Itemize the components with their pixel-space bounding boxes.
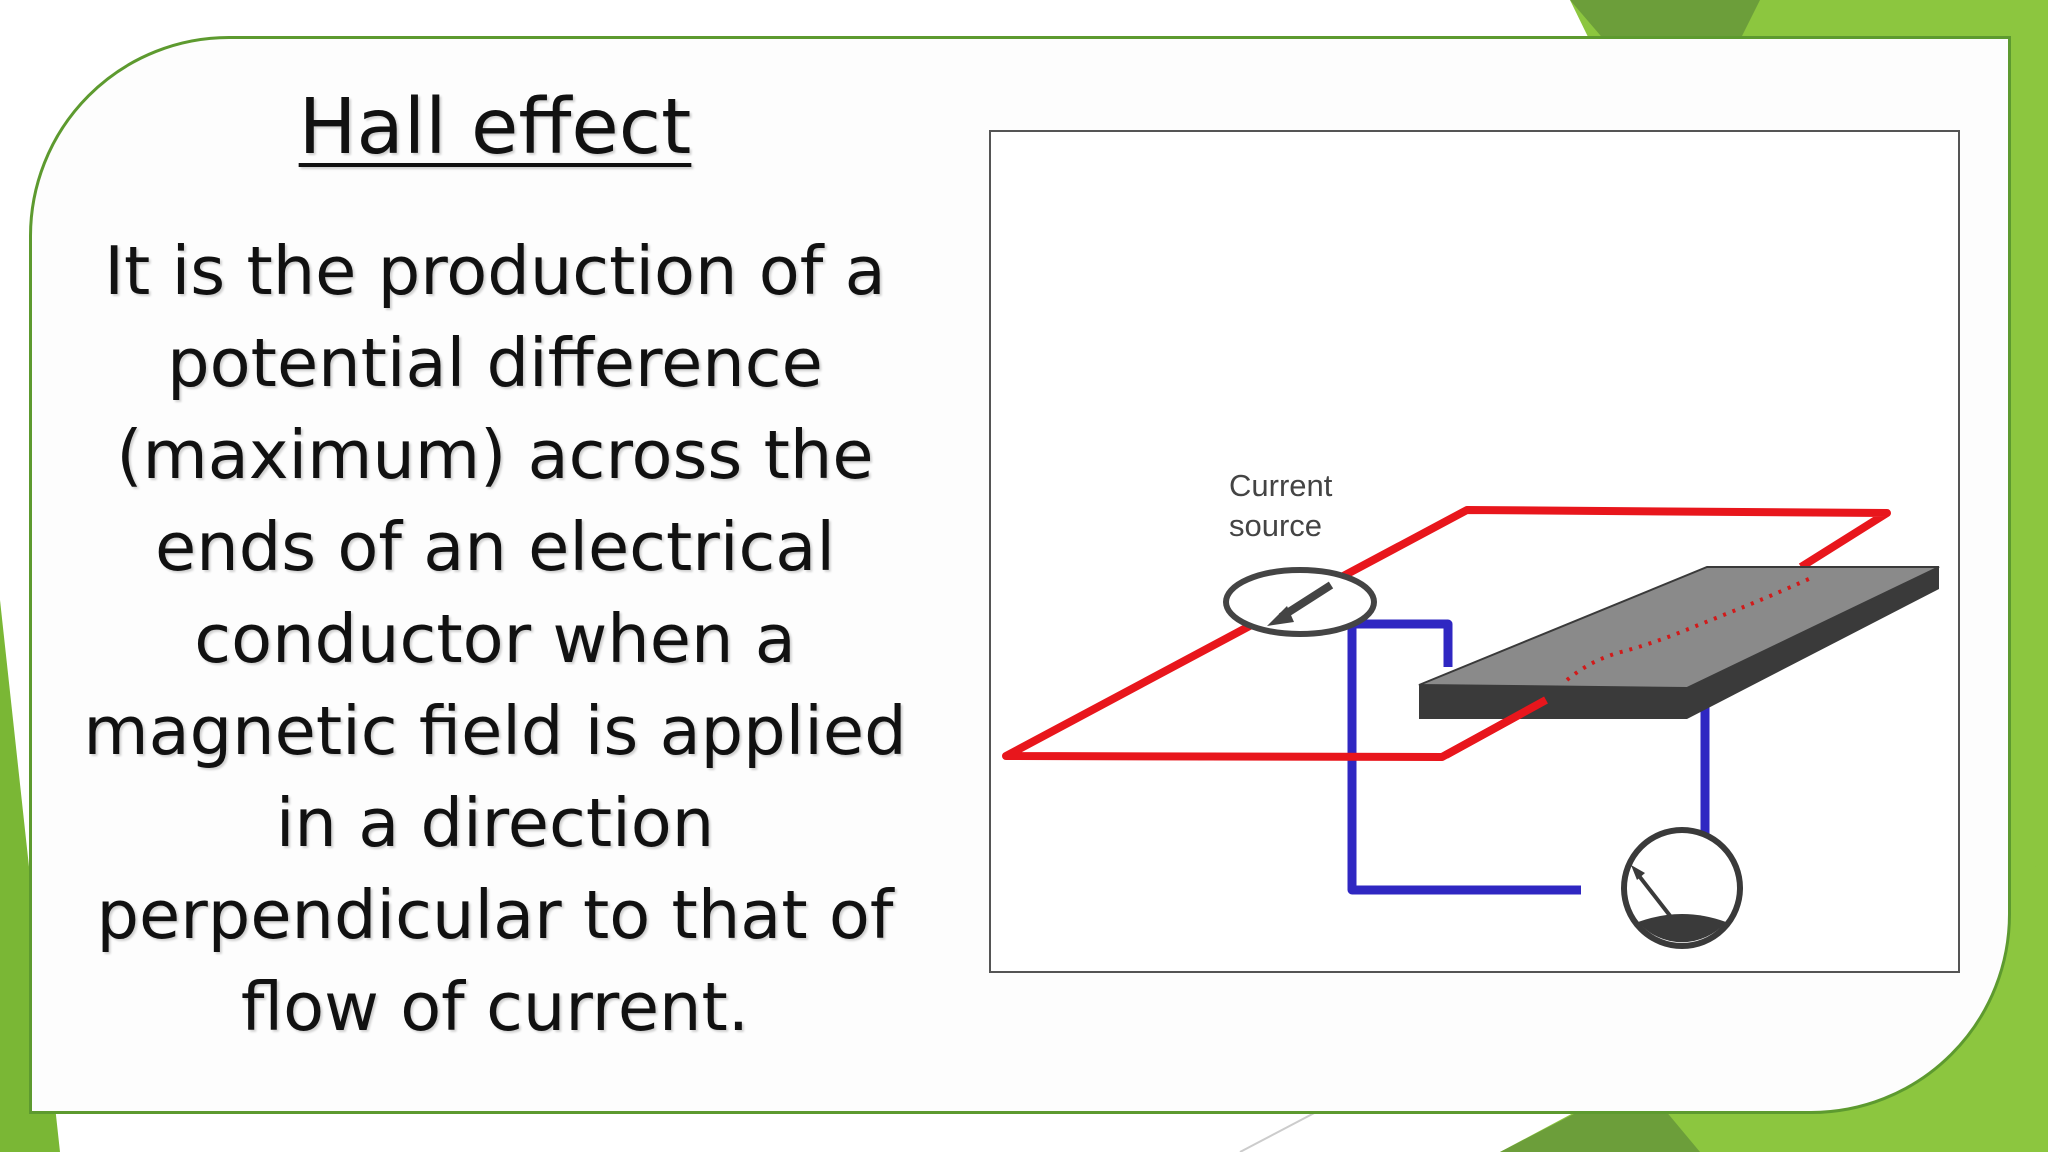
- current-source-icon: [1223, 567, 1377, 637]
- voltmeter-icon: [1621, 827, 1743, 949]
- current-source-label-line2: source: [1229, 508, 1322, 543]
- hall-effect-diagram: Current source: [989, 130, 1960, 973]
- conductor-plate: [1418, 566, 1940, 719]
- charge-carrier-path: [1565, 576, 1812, 682]
- current-circuit-front: [1444, 696, 1548, 759]
- slide-title: Hall effect: [298, 83, 692, 172]
- definition-text: It is the production of a potential diff…: [83, 232, 907, 1046]
- current-source-label-line1: Current: [1229, 468, 1333, 503]
